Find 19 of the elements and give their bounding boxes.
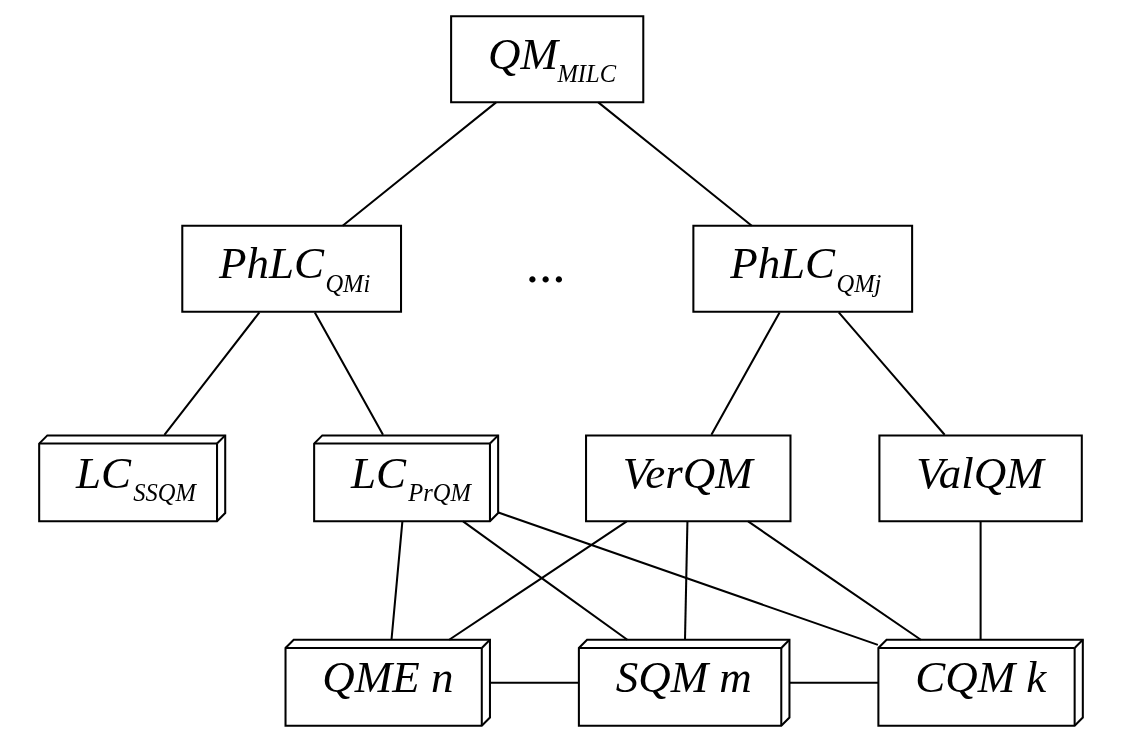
node-box: PhLC$_{QMi}$ xyxy=(180,224,402,313)
node-box: ValQM xyxy=(877,434,1083,523)
node-box: QM$_{MILC}$ xyxy=(449,15,644,104)
connector xyxy=(597,101,752,227)
connector xyxy=(489,681,579,684)
label: ... xyxy=(525,234,566,293)
connector xyxy=(979,521,982,640)
connector xyxy=(163,311,260,436)
node-box: VerQM xyxy=(584,434,791,523)
connector xyxy=(683,521,688,640)
connector xyxy=(341,101,497,227)
connector xyxy=(390,521,403,640)
connector xyxy=(747,520,921,641)
connector xyxy=(837,311,945,436)
connector xyxy=(313,311,384,436)
connector xyxy=(789,681,878,684)
connector xyxy=(497,511,878,646)
connector xyxy=(710,311,780,436)
node-box: PhLC$_{QMj}$ xyxy=(691,224,913,313)
